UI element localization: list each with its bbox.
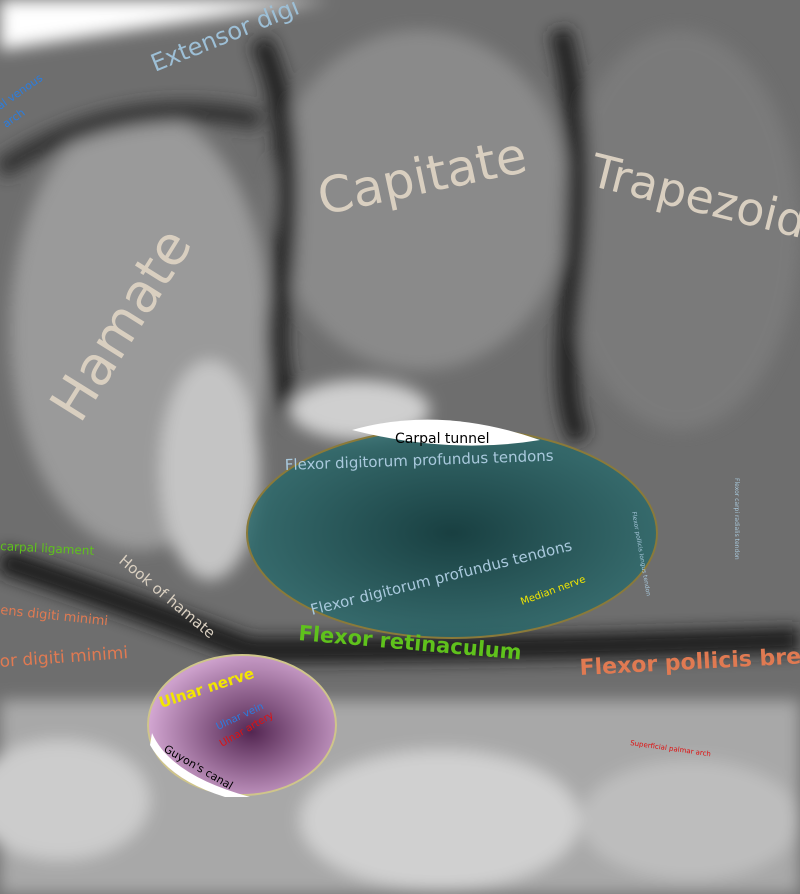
label-carpal-tunnel: Carpal tunnel bbox=[395, 431, 490, 447]
label-carpal-ligament: carpal ligament bbox=[0, 539, 95, 558]
carpal-tunnel-label-badge bbox=[352, 419, 540, 446]
guyons-canal-label-badge bbox=[150, 733, 250, 797]
label-flexor-carpi-radialis-tendon: Flexor carpi radialis tendon bbox=[733, 478, 740, 560]
